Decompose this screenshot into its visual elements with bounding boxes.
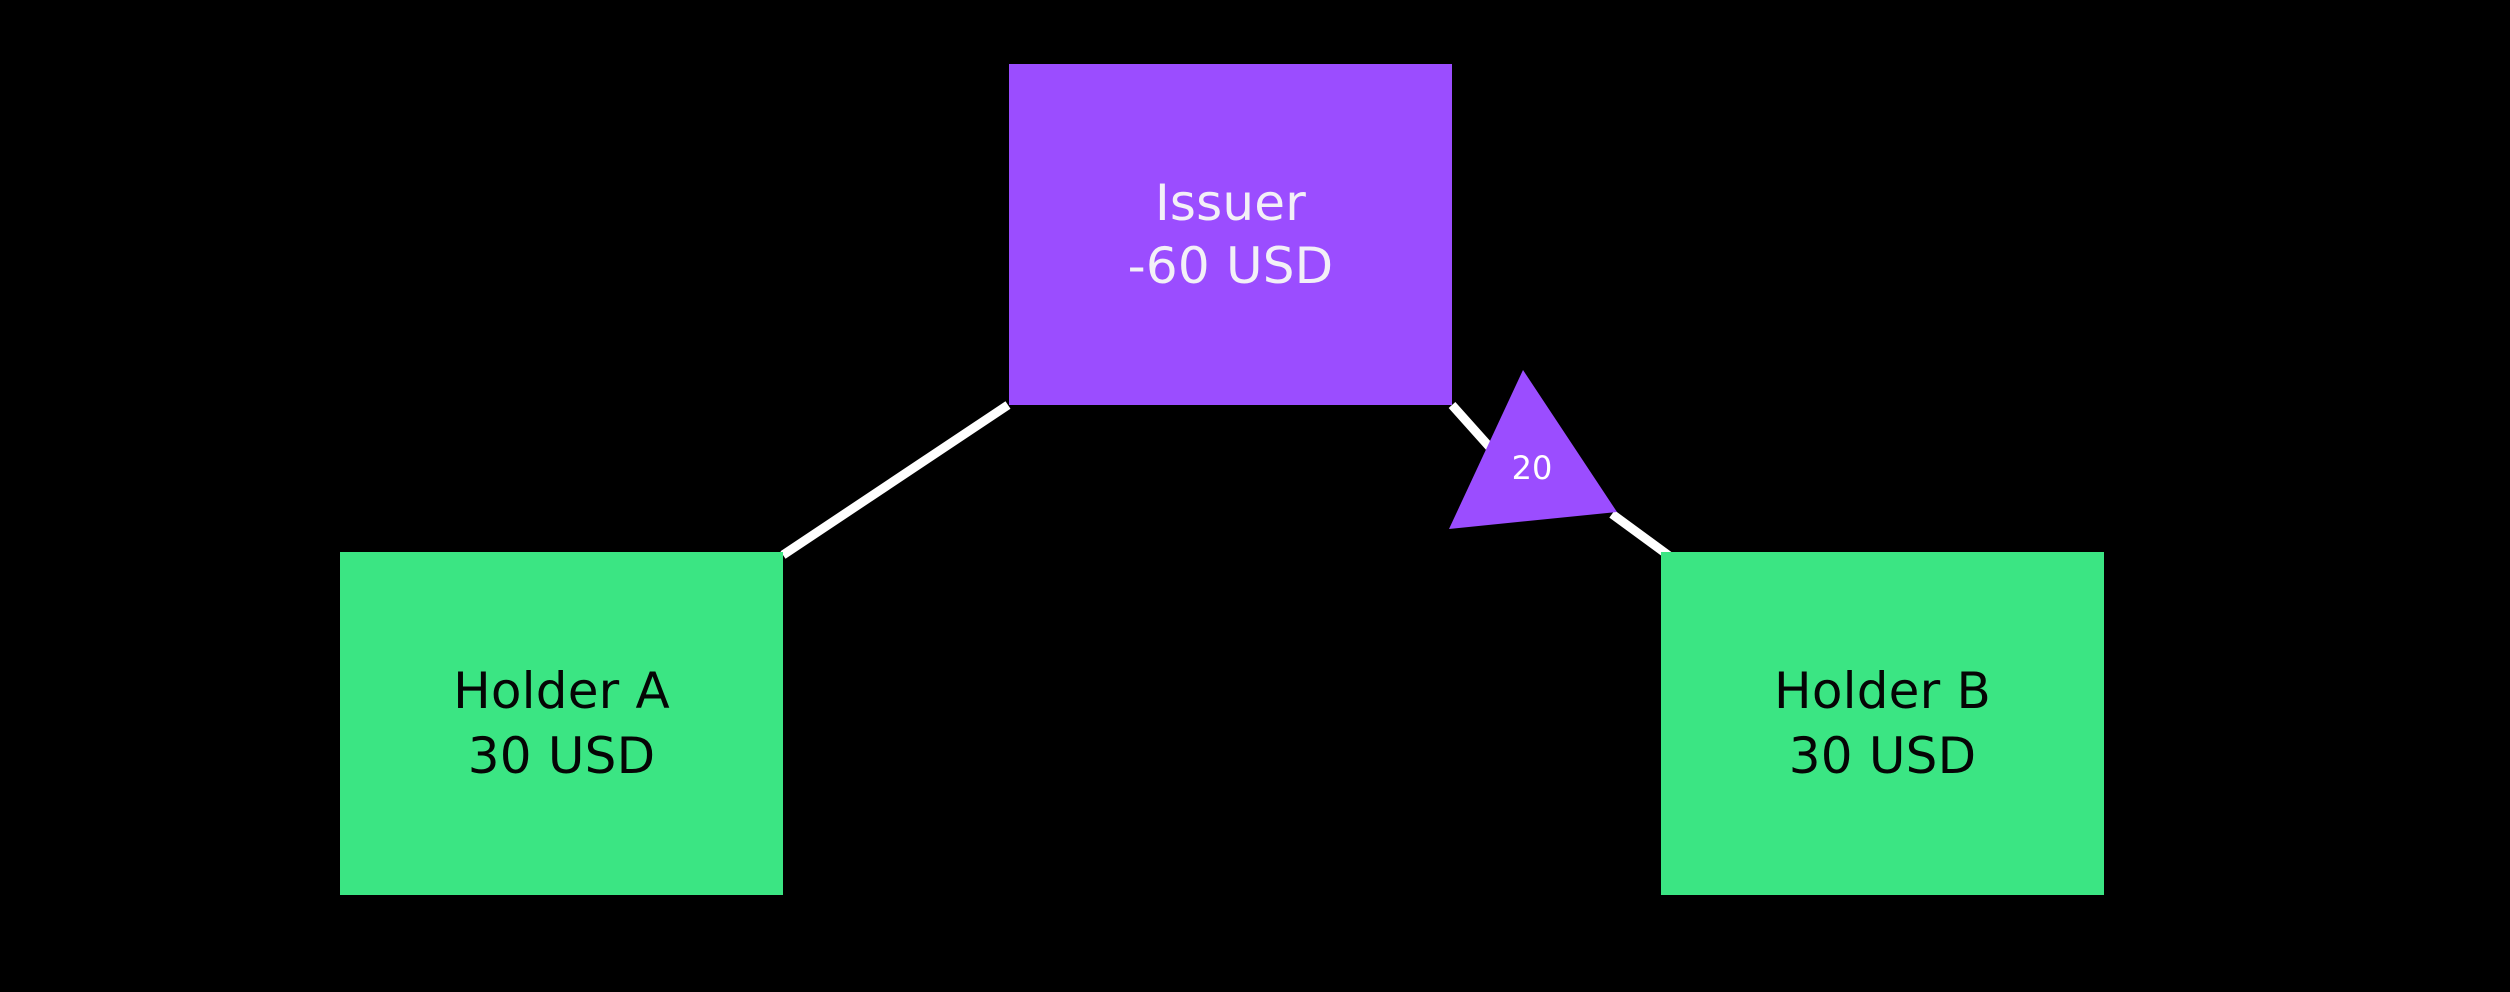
node-holder-a-title: Holder A — [453, 661, 670, 720]
node-issuer-balance: -60 USD — [1127, 236, 1334, 295]
node-holder-b-title: Holder B — [1774, 661, 1991, 720]
node-issuer[interactable]: Issuer -60 USD — [1009, 64, 1452, 405]
node-issuer-title: Issuer — [1154, 173, 1307, 232]
edge-issuer-to-holder-b-segment-a[interactable] — [1448, 402, 1498, 455]
edge-label-triangle-icon[interactable] — [1449, 370, 1617, 529]
edge-label-value: 20 — [1512, 449, 1553, 487]
node-holder-b-balance: 30 USD — [1788, 726, 1977, 785]
edge-issuer-to-holder-a[interactable] — [780, 401, 1011, 559]
node-holder-a[interactable]: Holder A 30 USD — [340, 552, 783, 895]
node-holder-a-balance: 30 USD — [467, 726, 656, 785]
node-holder-b[interactable]: Holder B 30 USD — [1661, 552, 2104, 895]
